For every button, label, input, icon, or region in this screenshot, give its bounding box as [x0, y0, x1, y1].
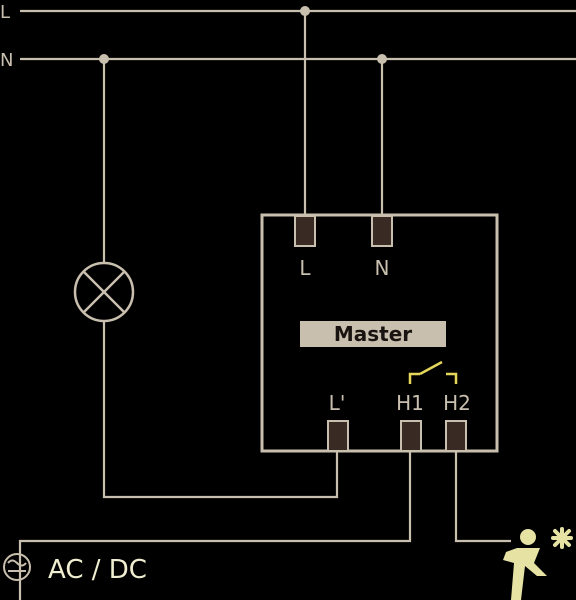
terminal-h2-label: H2: [443, 391, 471, 415]
rails: [20, 9, 576, 61]
neutral-rail-label: N: [0, 50, 13, 71]
wire-lamp-to-l-prime: [102, 321, 339, 499]
terminal-l: [294, 215, 316, 247]
terminal-h2: [445, 420, 467, 452]
terminal-h1-label: H1: [396, 391, 424, 415]
master-label: Master: [334, 322, 412, 346]
lamp-icon: [73, 261, 135, 323]
terminal-l-prime-label: L': [329, 391, 346, 415]
wire-h2-to-sensor: [454, 451, 511, 543]
terminal-n-label: N: [375, 256, 390, 280]
supply-label: AC / DC: [48, 555, 147, 585]
ac-dc-supply-icon: [3, 553, 31, 581]
line-rail-label: L: [0, 2, 10, 23]
motion-sensor-icon: [503, 527, 573, 600]
terminal-h1: [400, 420, 422, 452]
master-label-bar: [300, 321, 446, 347]
terminal-n: [371, 215, 393, 247]
terminal-l-label: L: [299, 256, 311, 280]
relay-contact-icon: [408, 360, 458, 384]
terminal-l-prime: [327, 420, 349, 452]
junctions: [99, 6, 387, 64]
